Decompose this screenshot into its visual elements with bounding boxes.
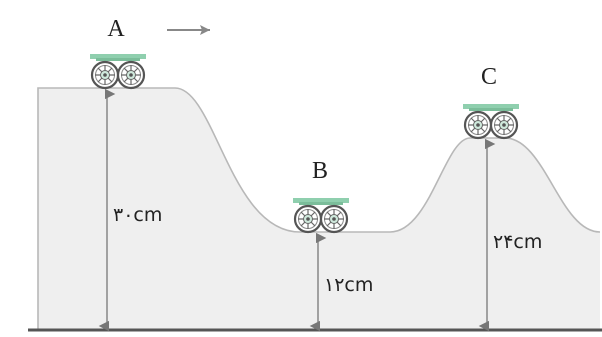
point-label-a: A	[107, 16, 125, 42]
cart-icon-a	[88, 52, 148, 90]
cart-icon-b	[291, 196, 351, 234]
height-label-a: ۳۰cm	[113, 204, 162, 226]
point-label-c: C	[481, 64, 497, 90]
cart-icon-c	[461, 102, 521, 140]
point-label-b: B	[312, 158, 328, 184]
hill-profile	[38, 88, 600, 330]
motion-arrow-icon	[167, 25, 210, 35]
height-label-c: ۲۴cm	[493, 231, 542, 253]
height-label-b: ۱۲cm	[324, 274, 373, 296]
hill-outline	[37, 87, 601, 330]
